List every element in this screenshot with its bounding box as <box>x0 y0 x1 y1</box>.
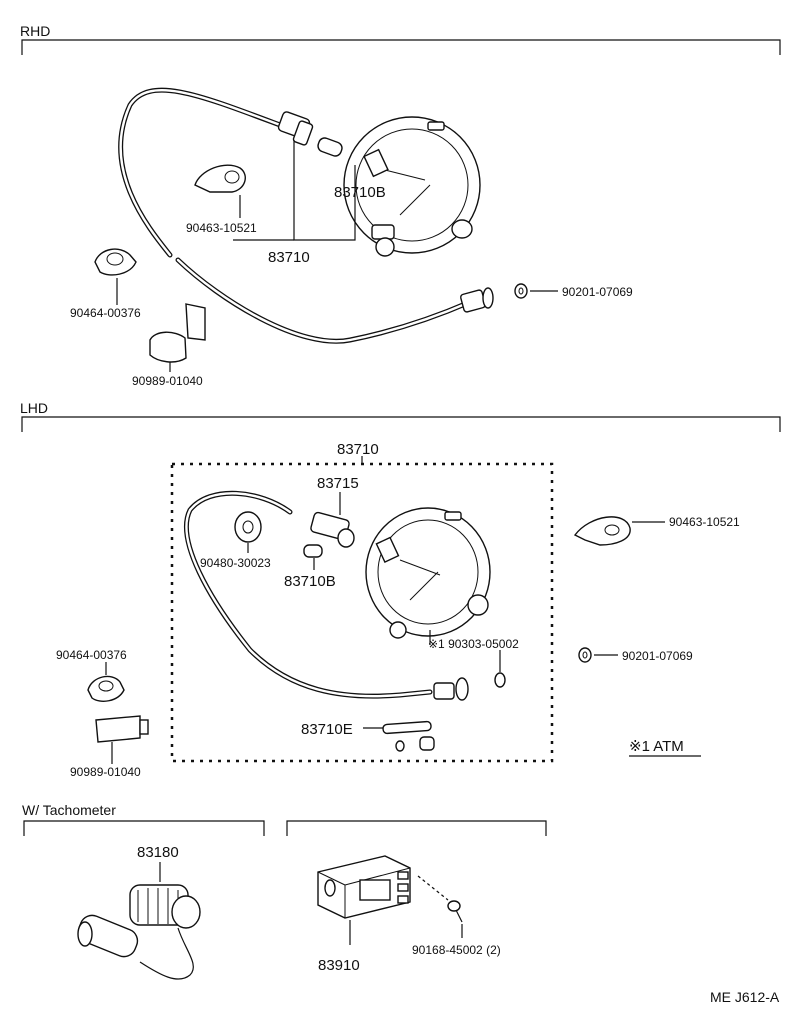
lhd-label-clamp: 90464-00376 <box>56 648 127 662</box>
tacho-label-screw: 90168-45002 (2) <box>412 943 501 957</box>
lhd-label-cable: 83710 <box>337 441 379 458</box>
lhd-label-note-part: ※1 90303-05002 <box>428 637 519 651</box>
lhd-grommet-part <box>234 511 262 553</box>
rhd-label-washer: 90201-07069 <box>562 285 633 299</box>
rhd-label-cable: 83710 <box>268 249 310 266</box>
section-label-rhd: RHD <box>20 23 50 39</box>
lhd-speedometer-cable <box>183 490 469 701</box>
rhd-label-bracket: 90989-01040 <box>132 374 203 388</box>
lhd-label-sleeve: 83710B <box>284 573 336 590</box>
rhd-clip-part <box>194 164 246 193</box>
lhd-bracket-line <box>21 416 781 432</box>
lhd-washer-part <box>578 647 618 663</box>
section-label-tachometer: W/ Tachometer <box>22 802 116 818</box>
lhd-label-driven-gear: 83715 <box>317 475 359 492</box>
rhd-washer-part <box>514 283 558 299</box>
lhd-label-washer: 90201-07069 <box>622 649 693 663</box>
rhd-label-sleeve: 83710B <box>334 184 386 201</box>
rhd-bracket-part <box>149 303 206 372</box>
lhd-driven-gear-part <box>310 492 355 548</box>
tacho-label-module: 83910 <box>318 957 360 974</box>
rhd-bracket-line <box>21 39 781 55</box>
lhd-label-bracket: 90989-01040 <box>70 765 141 779</box>
lhd-clamp-part <box>87 662 125 702</box>
section-label-lhd: LHD <box>20 400 48 416</box>
diagram-code: ME J612-A <box>710 989 780 1005</box>
lhd-sleeve-part <box>303 544 323 570</box>
tacho-module-part <box>317 855 411 945</box>
lhd-label-tube: 83710E <box>301 721 353 738</box>
lhd-tube-part <box>363 720 435 752</box>
rhd-sleeve-part <box>317 137 343 157</box>
lhd-label-grommet: 90480-30023 <box>200 556 271 570</box>
rhd-label-clip: 90463-10521 <box>186 221 257 235</box>
tacho-label-sensor: 83180 <box>137 844 179 861</box>
lhd-note-key: ※1 ATM <box>629 738 684 755</box>
rhd-leader-cable <box>293 140 356 241</box>
rhd-label-clamp: 90464-00376 <box>70 306 141 320</box>
tacho-screw-part <box>417 875 463 938</box>
lhd-assembly-box <box>170 462 554 763</box>
lhd-note-washer-part <box>494 650 506 688</box>
rhd-clamp-part <box>94 248 137 305</box>
tacho-bracket-left <box>23 820 265 836</box>
rhd-speedometer-housing <box>343 116 481 257</box>
lhd-bracket-part <box>95 715 149 764</box>
lhd-clip-part <box>573 516 665 546</box>
lhd-speedometer-housing <box>365 507 491 645</box>
tacho-sensor-part <box>77 862 201 980</box>
lhd-label-clip: 90463-10521 <box>669 515 740 529</box>
rhd-speedometer-cable <box>118 87 494 344</box>
tacho-bracket-right <box>286 820 547 836</box>
